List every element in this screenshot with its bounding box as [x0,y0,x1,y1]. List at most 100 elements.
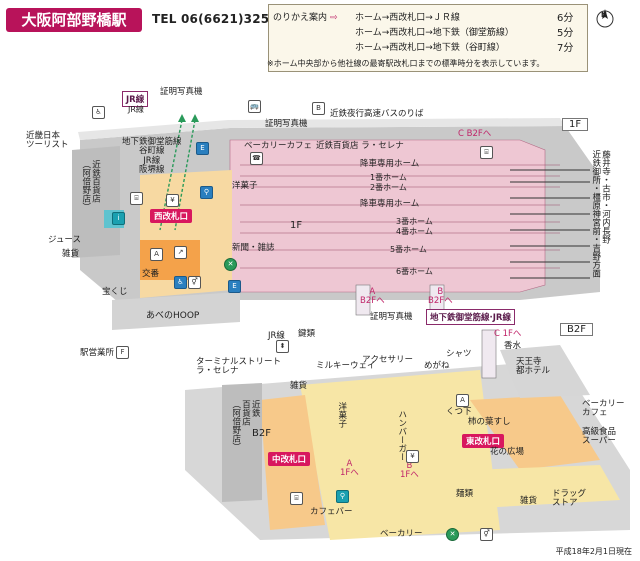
label-photo-booth-top: 証明写真機 [160,87,203,97]
label-western-sweets-b2f: 洋菓子 [336,402,347,428]
info-icon: i [112,212,125,225]
b2f-yellow-right [470,465,620,508]
label-tennoji-miyako: 天王寺 都ホテル [516,357,551,377]
label-western-sweets-1f: 洋菓子 [232,181,258,191]
abeno-hoop [112,292,240,330]
center-gate: 中改札口 [268,452,311,466]
label-arrival-platform-1: 降車専用ホーム [360,159,420,169]
label-kintetsu-dept-1f: 近鉄百貨店 （阿倍野店） [80,160,101,211]
floor-marker-b2f: B2F [560,323,593,336]
label-b2f-mark: B2F [252,428,271,439]
label-b-b2f: B B2Fへ [428,287,453,307]
jr-line-badge: JR線 [122,91,149,107]
label-flower-plaza: 花の広場 [490,447,525,457]
label-a-b2f: A B2Fへ [360,287,385,307]
yen-b2f-icon: ¥ [406,450,419,463]
label-cafe-bar: カフェバー [310,507,353,517]
restroom-1f-icon: ⚲ [200,186,213,199]
label-jr-line-top: JR線 [128,105,144,114]
label-juice: ジュース [48,235,81,245]
subway-jr-badge: 地下鉄御堂筋線·JR線 [426,309,515,325]
label-gourmet-super: 高級食品 スーパー [582,427,617,447]
police-icon: ↗ [174,246,187,259]
label-kintetsu-dept-b2f: 近鉄 百貨店 （阿倍野店） [230,400,261,451]
east-gate: 東改札口 [462,434,505,448]
label-platform-2: 2番ホーム [370,183,407,192]
label-destinations: 藤井寺・古市・河内長野 近鉄御所・橿原神宮前・吉野方面 [590,150,611,278]
label-noodles: 麺類 [456,489,474,499]
label-jr-line-b2f: JR線 [268,331,285,341]
restroom-b2f-2-icon: ⚥ [480,528,493,541]
elevator-icon: E [196,142,209,155]
elevator-1f-icon: E [228,280,241,293]
bus-stop-icon: B [312,102,325,115]
coin-locker-icon: ⌸ [130,192,143,205]
b2f-orange-right [470,395,600,470]
label-incense: 香水 [504,341,522,351]
label-lottery: 宝くじ [102,287,128,297]
label-bakery-cafe-b2f: ベーカリー カフェ [582,399,625,419]
label-terminal-street: ターミナルストリート ラ・セレナ [196,357,282,377]
label-station-office: 駅営業所 [80,348,115,358]
label-shirts: シャツ [446,349,472,359]
west-gate: 西改札口 [150,209,193,223]
transfer-route-3: ホーム→西改札口→地下鉄（谷町線） [355,43,505,53]
label-floor-mark-1f: 1F [290,220,303,231]
transfer-time-2: 5分 [557,28,574,39]
label-bakery-cafe-1f: ベーカリーカフェ [244,141,313,151]
label-newspaper: 新聞・雑誌 [232,243,275,253]
label-photo-booth-b2f: 証明写真機 [370,312,413,322]
bus-icon: 🚌 [248,100,261,113]
label-c-b2f: C B2Fへ [458,129,492,139]
telephone-number: TEL 06(6621)3251 [152,12,278,26]
label-arrival-platform-2: 降車専用ホーム [360,199,420,209]
label-night-bus: 近鉄夜行高速バスのりば [330,109,424,119]
compass-label: N [601,11,607,19]
station-title: 大阪阿部野橋駅 [6,8,142,32]
label-kakinoha-sushi: 柿の葉すし [468,417,511,427]
label-kintetsu-lacerena: 近鉄百貨店 ラ・セレナ [316,141,404,151]
north-compass-icon: N [596,6,614,28]
label-key-duplication: 鍵類 [298,329,316,339]
escalators [355,284,497,379]
label-photo-booth-mid: 証明写真機 [265,119,308,129]
transfer-note: ※ホーム中央部から他社線の最寄駅改札口までの標準時分を表示しています。 [267,59,545,68]
label-bakery-b2f: ベーカリー [380,529,423,539]
transfer-label: のりかえ案内⇨ [273,13,338,23]
hotel-block [500,345,590,398]
restroom-mf-icon: ⚥ [188,276,201,289]
label-c-1f: C 1Fへ [494,329,522,339]
track-lines-dark [510,169,590,279]
label-a-1f: A 1Fへ [340,459,359,479]
coin-locker-b2f-icon: ⌸ [290,492,303,505]
transfer-route-1: ホーム→西改札口→ＪＲ線 [355,13,460,23]
atm-icon: A [150,248,163,261]
label-accessories: アクセサリー [362,355,414,365]
transfer-route-2: ホーム→西改札口→地下鉄（御堂筋線） [355,28,514,38]
wheelchair-icon: ♿ [174,276,187,289]
transfer-time-3: 7分 [557,43,574,54]
restroom-icon: ♿ [92,106,105,119]
tracks [240,164,560,269]
label-kintetsu-tourist: 近畿日本 ツーリスト [26,131,69,151]
transfer-info-box: のりかえ案内⇨ ホーム→西改札口→ＪＲ線 6分 ホーム→西改札口→地下鉄（御堂筋… [267,4,588,72]
phone-icon: ☎ [250,152,263,165]
no-entry-b2f-icon: ✕ [446,528,459,541]
kintetsu-dept-b2f [222,383,262,502]
label-platform-3: 3番ホーム [396,217,433,226]
no-entry-icon: ✕ [224,258,237,271]
b2f-corridor [300,370,500,540]
coin-locker-1f-icon: ⌸ [480,146,493,159]
label-platform-1: 1番ホーム [370,173,407,182]
label-drugstore: ドラッグ ストア [552,489,587,509]
label-platform-4: 4番ホーム [396,227,433,236]
transfer-time-1: 6分 [557,13,574,24]
footer-date: 平成18年2月1日現在 [555,547,632,556]
route-arrows [159,119,196,231]
label-misc-goods-b2f-2: 雑貨 [520,496,538,506]
kintetsu-dept-1f [72,146,120,258]
label-transport: 交番 [142,269,160,279]
restroom-b2f-icon: ⚲ [336,490,349,503]
yen-icon: ¥ [166,194,179,207]
